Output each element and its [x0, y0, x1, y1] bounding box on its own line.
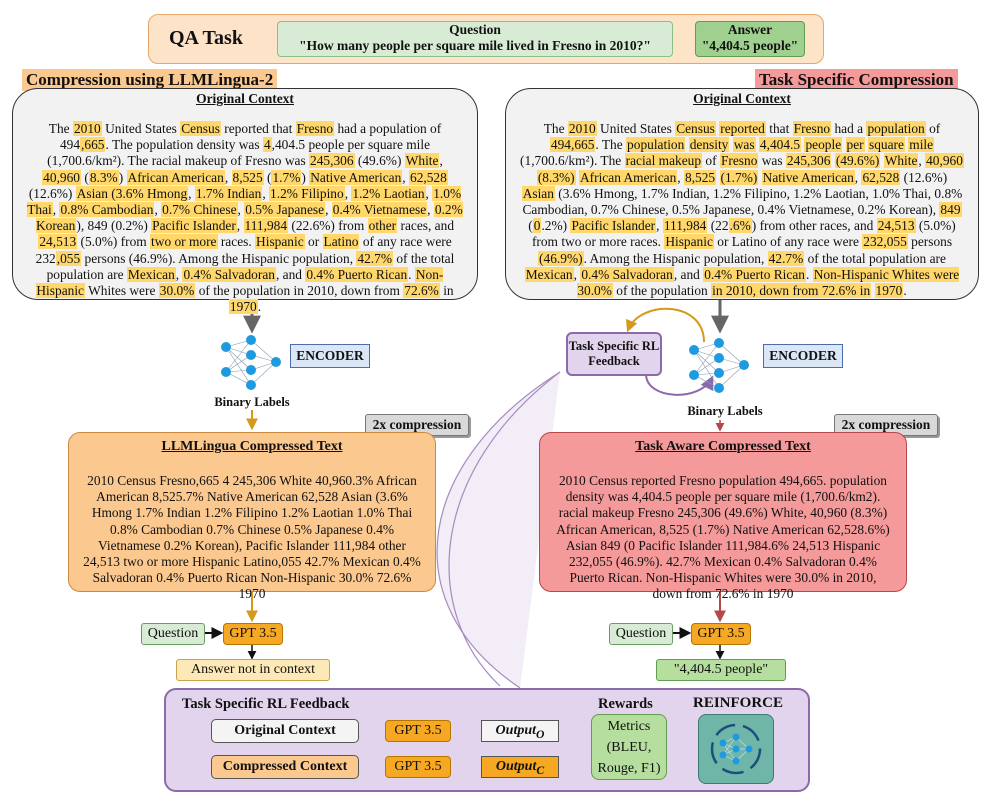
right-encoder-label: ENCODER	[763, 344, 843, 368]
rl-output-compressed: OutputC	[481, 756, 559, 778]
rl-gpt-top: GPT 3.5	[385, 720, 451, 742]
reinforce-icon	[698, 714, 774, 784]
right-compressed-box: Task Aware Compressed Text 2010 Census r…	[539, 432, 907, 601]
answer-box: Answer "4,404.5 people"	[695, 21, 805, 57]
qa-task-panel: QA Task Question "How many people per sq…	[148, 14, 824, 64]
right-gpt-box: GPT 3.5	[691, 623, 751, 645]
right-compressed-title: Task Aware Compressed Text	[635, 439, 811, 454]
right-encoder-network-icon	[689, 338, 749, 393]
right-context-title: Original Context	[693, 91, 791, 106]
question-label: Question	[449, 22, 501, 37]
question-text: "How many people per square mile lived i…	[299, 38, 651, 53]
right-result: "4,404.5 people"	[656, 659, 786, 681]
right-question-pill: Question	[609, 623, 673, 645]
left-context-text: The 2010 United States Census reported t…	[27, 121, 463, 315]
left-gpt-box: GPT 3.5	[223, 623, 283, 645]
left-original-context: Original Context The 2010 United States …	[12, 88, 478, 315]
rl-original-context: Original Context	[211, 719, 359, 743]
left-context-title: Original Context	[196, 91, 294, 106]
left-encoder-label: ENCODER	[290, 344, 370, 368]
right-context-text: The 2010 United States Census reported t…	[520, 121, 964, 299]
rl-gpt-bottom: GPT 3.5	[385, 756, 451, 778]
right-rl-feedback-box: Task Specific RL Feedback	[566, 332, 662, 376]
left-compression-badge: 2x compression	[365, 414, 469, 436]
left-encoder-network-icon	[221, 335, 281, 390]
rl-compressed-context: Compressed Context	[211, 755, 359, 779]
right-compressed-text: 2010 Census reported Fresno population 4…	[556, 473, 890, 602]
output-sub-c: C	[536, 763, 545, 777]
right-heading: Task Specific Compression	[755, 69, 958, 91]
rl-output-original: OutputO	[481, 720, 559, 742]
left-compressed-title: LLMLingua Compressed Text	[161, 439, 343, 454]
left-compressed-text: 2010 Census Fresno,665 4 245,306 White 4…	[83, 473, 421, 602]
right-original-context: Original Context The 2010 United States …	[505, 88, 979, 300]
reinforce-network-icon	[710, 723, 762, 775]
left-compressed-box: LLMLingua Compressed Text 2010 Census Fr…	[68, 432, 436, 601]
output-label-o: Output	[495, 723, 537, 738]
answer-text: "4,404.5 people"	[701, 38, 799, 53]
left-binary-labels: Binary Labels	[214, 395, 290, 409]
left-heading: Compression using LLMLingua-2	[22, 69, 278, 91]
rl-sweep-arrow	[436, 371, 561, 689]
question-box: Question "How many people per square mil…	[277, 21, 673, 57]
right-binary-labels: Binary Labels	[687, 404, 763, 418]
rewards-label: Rewards	[598, 696, 653, 712]
output-label-c: Output	[495, 759, 537, 774]
output-sub-o: O	[536, 727, 545, 741]
answer-label: Answer	[727, 22, 773, 37]
left-question-pill: Question	[141, 623, 205, 645]
right-rl-feedback-label: Task Specific RL Feedback	[568, 339, 660, 368]
metrics-box: Metrics (BLEU, Rouge, F1)	[591, 714, 667, 780]
reinforce-label: REINFORCE	[693, 695, 784, 711]
left-result: Answer not in context	[176, 659, 330, 681]
rl-panel-title: Task Specific RL Feedback	[182, 696, 350, 712]
qa-title: QA Task	[169, 27, 243, 49]
